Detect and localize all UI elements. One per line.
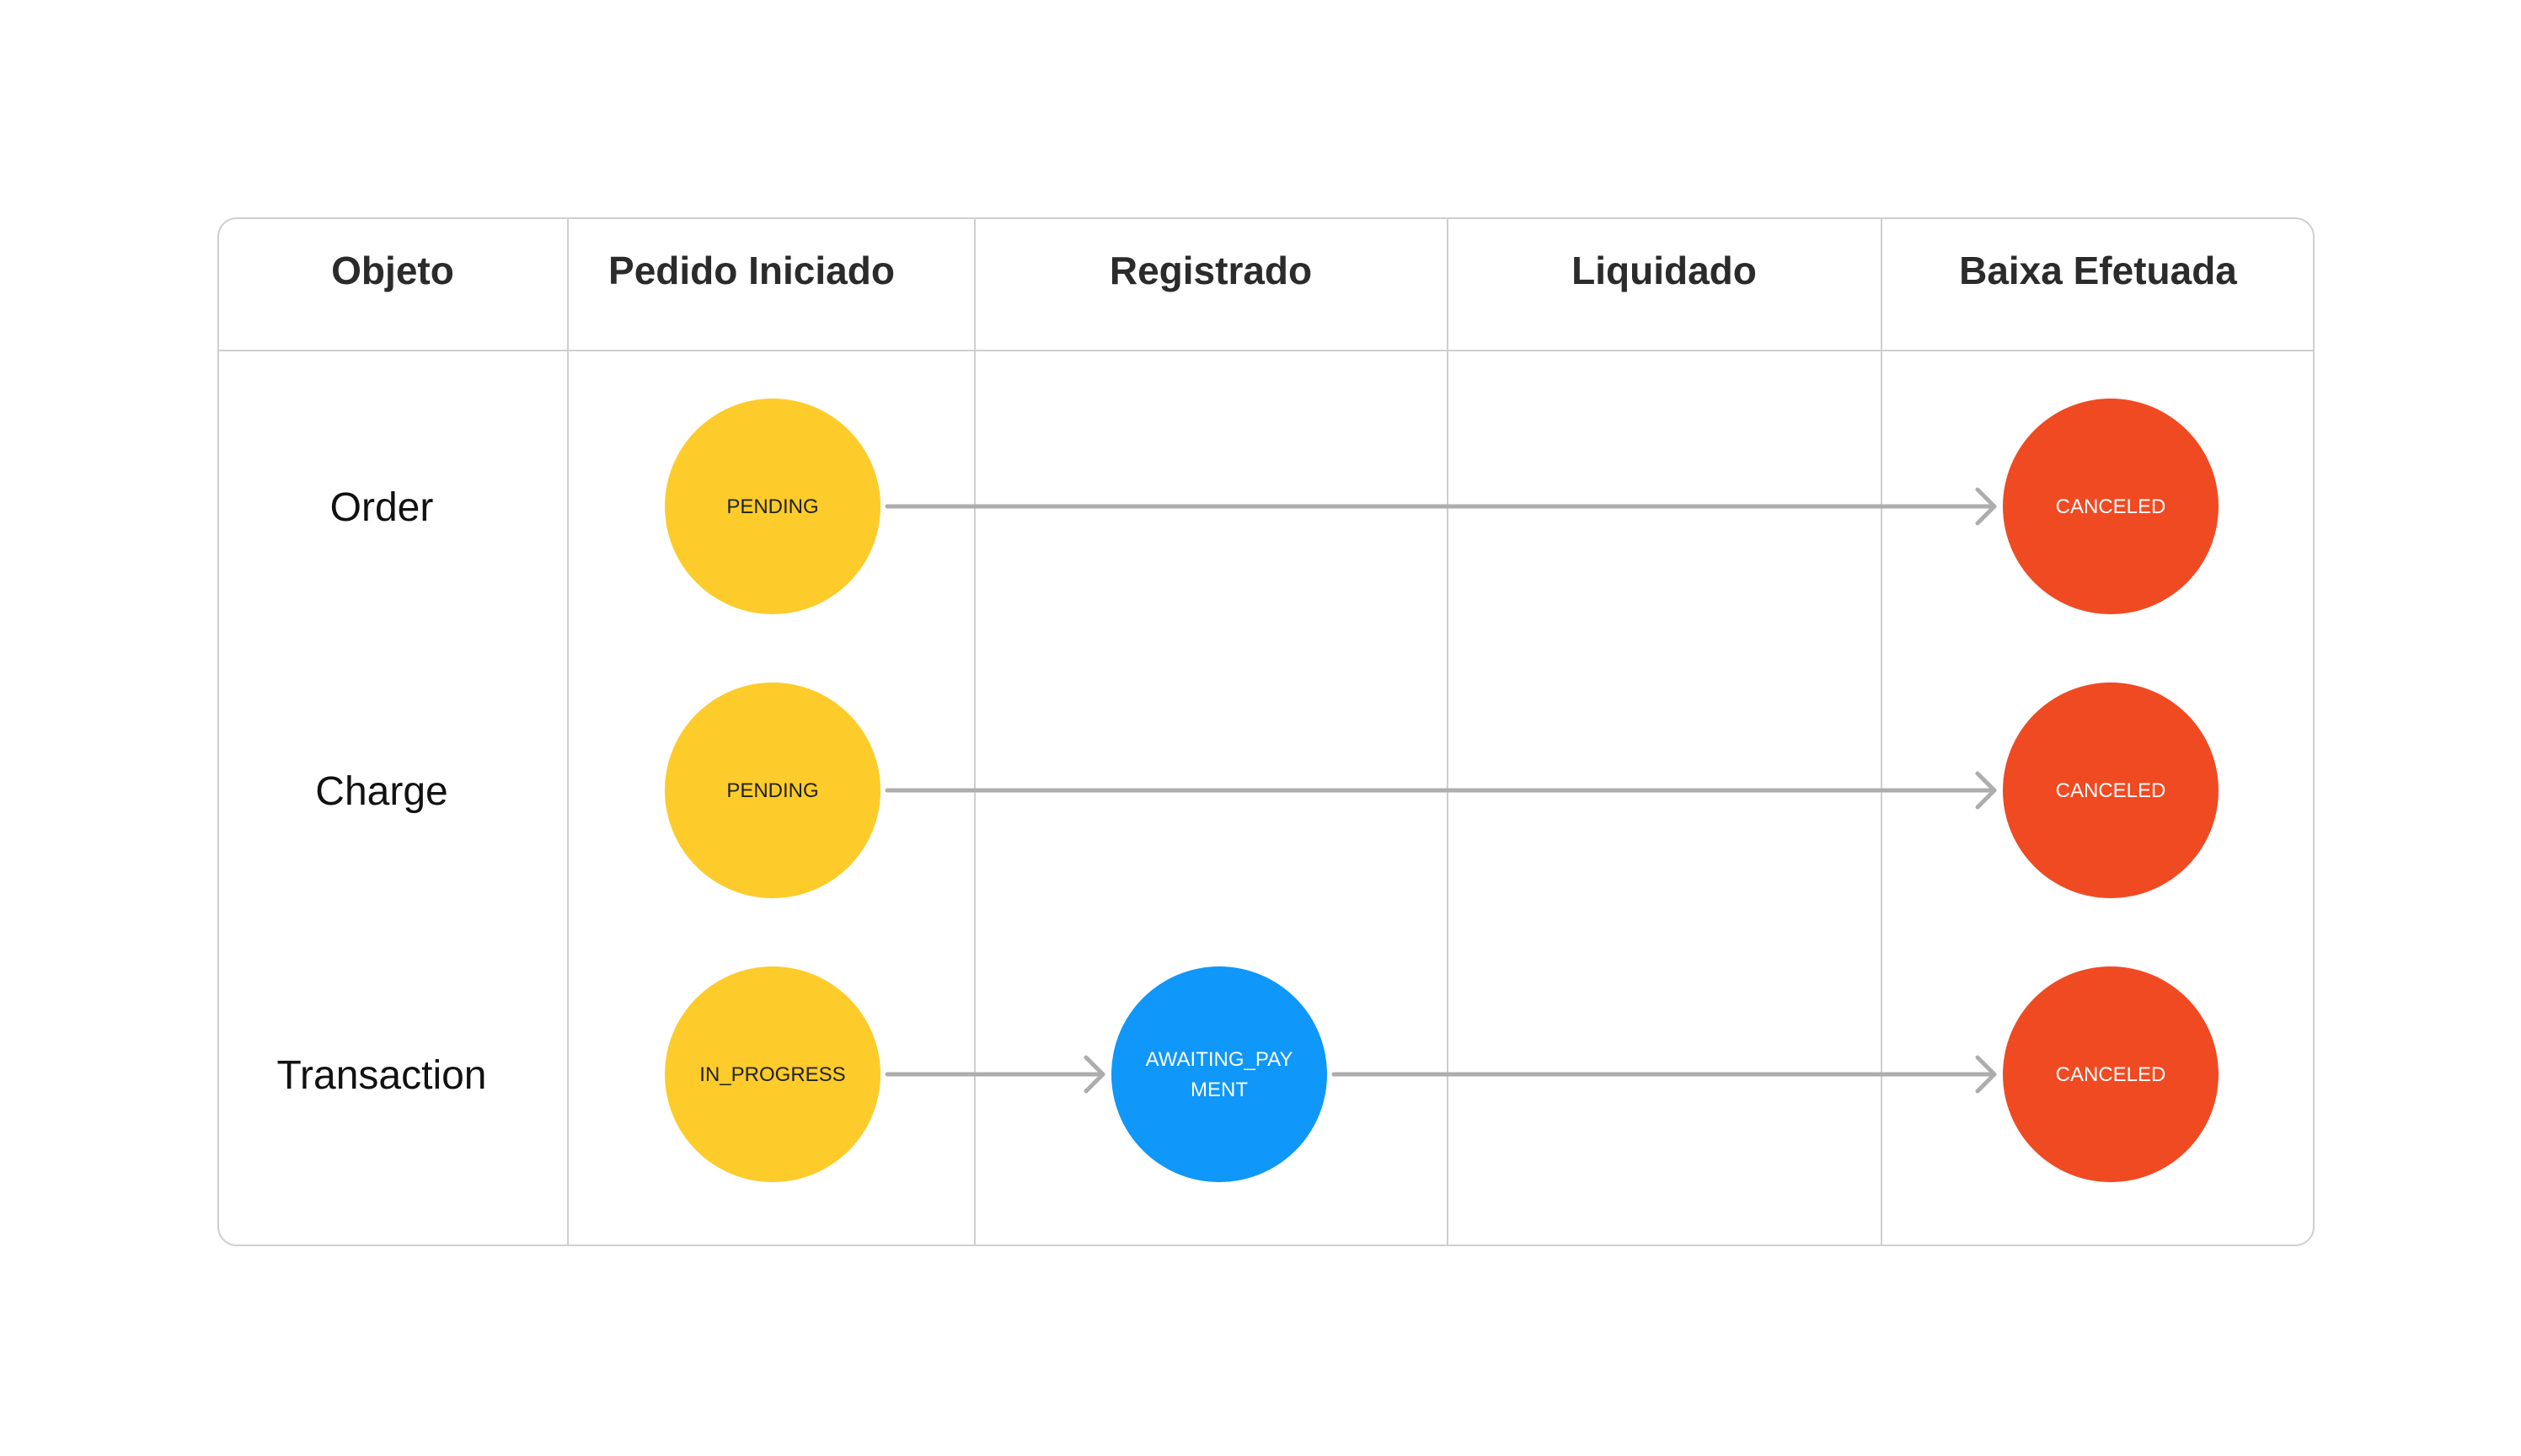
row-label: Charge: [315, 769, 447, 814]
column-header: Baixa Efetuada: [1959, 249, 2237, 292]
status-node-pending: PENDING: [665, 399, 880, 614]
status-label: MENT: [1191, 1079, 1248, 1101]
status-node-canceled: CANCELED: [2003, 682, 2219, 898]
status-node-canceled: CANCELED: [2003, 399, 2219, 614]
status-label: CANCELED: [2056, 779, 2166, 802]
status-circle: [1111, 966, 1327, 1182]
status-node-canceled: CANCELED: [2003, 966, 2219, 1182]
status-node-pending: IN_PROGRESS: [665, 966, 880, 1182]
transition-arrow: [885, 771, 1997, 810]
status-circle: [2003, 966, 2219, 1182]
status-node-pending: PENDING: [665, 682, 880, 898]
arrows: [885, 487, 1997, 1094]
column-header: Registrado: [1110, 249, 1312, 292]
status-label: IN_PROGRESS: [699, 1063, 845, 1086]
transition-arrow: [1331, 1055, 1997, 1094]
column-header: Liquidado: [1571, 249, 1757, 292]
status-label: AWAITING_PAY: [1146, 1048, 1293, 1071]
column-header: Pedido Iniciado: [608, 249, 895, 292]
status-label: PENDING: [726, 495, 818, 518]
status-circle: [665, 966, 880, 1182]
row-label: Transaction: [277, 1053, 487, 1098]
transition-arrow: [885, 1055, 1105, 1094]
row-label: Order: [330, 485, 434, 530]
status-label: PENDING: [726, 779, 818, 802]
status-circle: [2003, 682, 2219, 898]
status-circle: [665, 399, 880, 614]
transition-arrow: [885, 487, 1997, 526]
header-row: Objeto Pedido Iniciado Registrado Liquidado…: [331, 249, 2237, 292]
column-header: Objeto: [331, 249, 454, 292]
status-nodes: PENDING CANCELED PENDING CANCELED IN_PROGRES…: [665, 399, 2219, 1182]
status-label: CANCELED: [2056, 495, 2166, 518]
status-node-awaiting: AWAITING_PAY MENT: [1111, 966, 1327, 1182]
status-circle: [665, 682, 880, 898]
status-label: CANCELED: [2056, 1063, 2166, 1086]
status-circle: [2003, 399, 2219, 614]
